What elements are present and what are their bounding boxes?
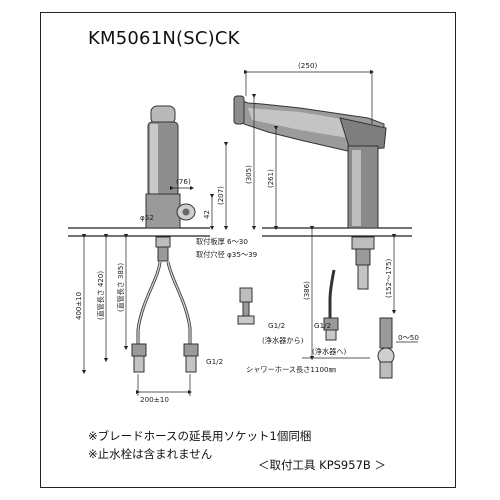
dim-386: (386) — [303, 281, 311, 300]
label-water-from: (浄水器から) — [262, 336, 304, 345]
dim-76: (76) — [176, 177, 191, 186]
dim-200: 200±10 — [140, 395, 169, 404]
label-g12-left: G1/2 — [206, 357, 223, 366]
dim-0-50: 0〜50 — [398, 333, 419, 342]
dim-305: (305) — [245, 165, 253, 184]
front-supply-hoses — [131, 236, 199, 373]
dim-pipe-420: (直管長さ 420) — [96, 271, 105, 320]
label-counter-thickness: 取付板厚 6〜30 — [196, 237, 248, 246]
label-mount-hole: 取付穴径 φ35〜39 — [196, 250, 258, 259]
dimension-lines — [81, 69, 418, 396]
label-g12-right: G1/2 — [314, 321, 331, 330]
note-tool: ＜取付工具 KPS957B ＞ — [258, 458, 386, 472]
dim-phi52: φ52 — [140, 213, 154, 222]
faucet-side-view — [233, 95, 387, 229]
note-valve: ※止水栓は含まれません — [88, 447, 213, 461]
counter-top-lines — [68, 227, 412, 237]
dim-250: (250) — [298, 61, 318, 70]
dim-207: (207) — [217, 186, 225, 205]
filter-connectors — [237, 269, 339, 341]
dim-42: 42 — [203, 210, 211, 219]
dim-152-175: (152〜175) — [385, 259, 393, 298]
dim-pipe-385: (直管長さ 385) — [116, 263, 125, 312]
dim-261: (261) — [267, 169, 275, 188]
label-water-to: (浄水器へ) — [312, 347, 347, 356]
note-socket: ※ブレードホースの延長用ソケット1個同梱 — [88, 429, 312, 443]
side-supply-hose — [351, 236, 395, 379]
drawing-frame — [40, 12, 456, 488]
dim-400: 400±10 — [75, 292, 83, 320]
faucet-front-view — [145, 105, 196, 229]
label-shower-hose: シャワーホース長さ1100㎜ — [246, 365, 336, 374]
model-number-title: KM5061N(SC)CK — [88, 28, 240, 49]
label-g12-mid: G1/2 — [268, 321, 285, 330]
